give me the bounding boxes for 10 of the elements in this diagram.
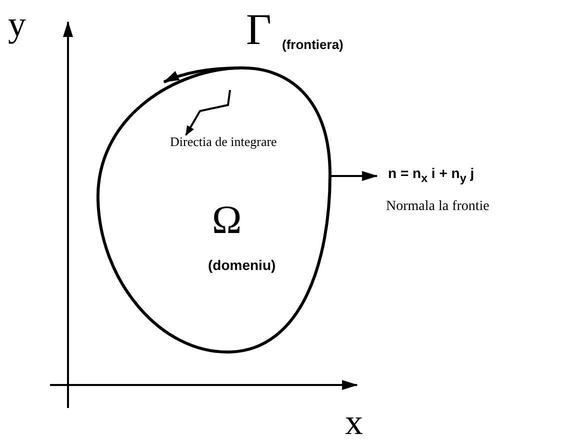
domain-symbol: Ω — [212, 200, 242, 240]
boundary-symbol: Γ — [246, 8, 272, 52]
normal-label: Normala la frontie — [386, 200, 490, 214]
boundary-label: (frontiera) — [282, 38, 344, 51]
axis-label: x — [345, 404, 363, 440]
normal-vector-formula: n = n$_{x}$ i + n$_{y}$ j — [388, 166, 474, 184]
axis-label: y — [8, 6, 26, 42]
domain-label: (domeniu) — [208, 258, 276, 272]
leader-line — [185, 90, 231, 136]
annotation-text: Directia de integrare — [170, 135, 277, 148]
